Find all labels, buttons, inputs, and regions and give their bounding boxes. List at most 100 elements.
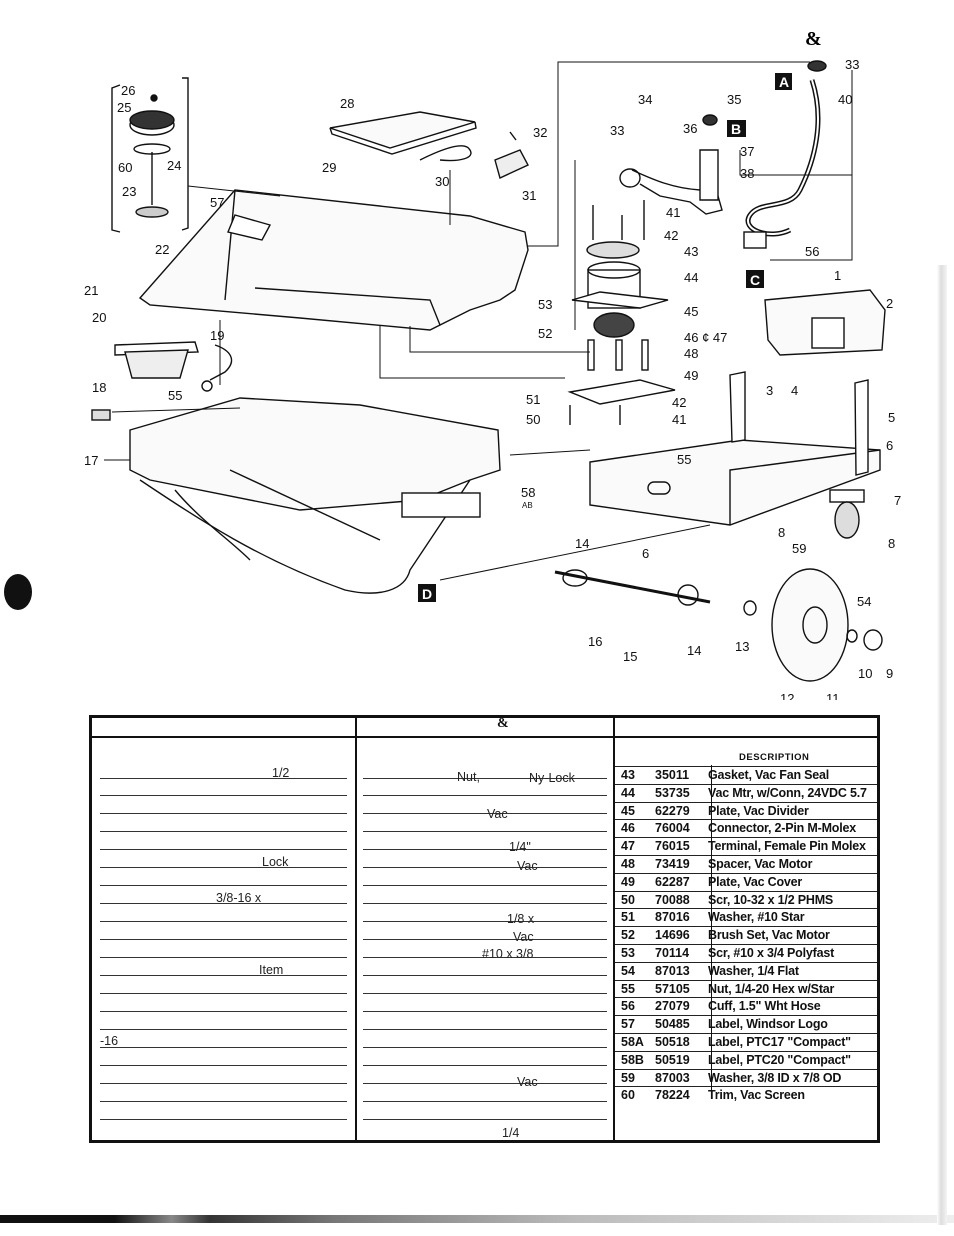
callout-label: 25 xyxy=(117,100,131,115)
callout-label: 59 xyxy=(792,541,806,556)
callout-label: 40 xyxy=(838,92,852,107)
section-box-d: D xyxy=(418,584,436,602)
callout-label: 48 xyxy=(684,346,698,361)
part-description: Gasket, Vac Fan Seal xyxy=(708,768,830,782)
callout-label: 16 xyxy=(588,634,602,649)
callout-label: 3 xyxy=(766,383,773,398)
ref-number: 55 xyxy=(621,981,635,996)
part-number-divider xyxy=(711,765,712,1098)
callout-label: 6 xyxy=(642,546,649,561)
callout-label: 9 xyxy=(886,666,893,681)
callout-label: 13 xyxy=(735,639,749,654)
part-number: 87003 xyxy=(655,1070,690,1085)
ref-number: 50 xyxy=(621,892,635,907)
callout-label: 23 xyxy=(122,184,136,199)
callout-label: 11 xyxy=(826,691,840,700)
part-description: Label, Windsor Logo xyxy=(708,1017,828,1032)
ref-number: 60 xyxy=(621,1088,635,1103)
part-description: Connector, 2-Pin M-Molex xyxy=(708,821,856,836)
ref-number: 58B xyxy=(621,1052,644,1067)
part-description: Terminal, Female Pin Molex xyxy=(708,839,866,854)
part-number: 70114 xyxy=(655,946,690,960)
col2-fragment: Vac xyxy=(517,859,538,873)
part-number: 78224 xyxy=(655,1088,690,1103)
col2-fragment: 1/8 x xyxy=(507,912,535,926)
part-number: 53735 xyxy=(655,785,690,800)
callout-label: 12 xyxy=(780,691,794,700)
ref-number: 56 xyxy=(621,999,635,1014)
callout-label: 34 xyxy=(638,92,652,107)
header-ampersand: & xyxy=(805,28,822,50)
col2-fragment: Vac xyxy=(517,1075,538,1089)
ref-number: 52 xyxy=(621,928,635,943)
ref-number: 43 xyxy=(621,768,635,782)
col1-fragment: Item xyxy=(259,963,284,977)
section-box-a: A xyxy=(775,73,792,90)
callout-label: 55 xyxy=(677,452,691,467)
col2-fragment: #10 x 3/8 xyxy=(482,947,534,961)
callout-label: 4 xyxy=(791,383,798,398)
section-box-b: B xyxy=(727,120,746,137)
callout-label: 35 xyxy=(727,92,741,107)
callout-label: 41 xyxy=(672,412,686,427)
callout-label: 54 xyxy=(857,594,871,609)
parts-column-2: Nut, Ny-Lock Vac 1/4" Vac 1/8 x Vac #10 … xyxy=(357,718,615,1140)
exploded-parts-diagram: A B C D & 2 1 3 4 5 6 7 8 9 10 11 12 13 … xyxy=(4,28,901,700)
callout-label: 8 xyxy=(778,525,785,540)
callout-label: 45 xyxy=(684,304,698,319)
col2-fragment: Vac xyxy=(513,930,534,944)
table-title: & xyxy=(497,716,509,731)
col1-fragment: Lock xyxy=(262,855,289,869)
part-number: 50519 xyxy=(655,1052,690,1067)
ref-number: 57 xyxy=(621,1017,635,1032)
callout-label: 50 xyxy=(526,412,540,427)
part-number: 87016 xyxy=(655,910,690,925)
callout-label: 55 xyxy=(168,388,182,403)
col1-fragment: 1/2 xyxy=(272,766,290,780)
callout-label: 15 xyxy=(623,649,637,664)
col1-fragment: -16 xyxy=(100,1034,119,1048)
part-description: Scr, #10 x 3/4 Polyfast xyxy=(708,946,835,960)
part-number: 57105 xyxy=(655,981,690,996)
part-description: Plate, Vac Cover xyxy=(708,874,803,889)
callout-label: 44 xyxy=(684,270,698,285)
callout-label: 5 xyxy=(888,410,895,425)
callout-label: 22 xyxy=(155,242,169,257)
callout-label: 41 xyxy=(666,205,680,220)
callout-label: 2 xyxy=(886,296,893,311)
section-box-c: C xyxy=(746,270,764,288)
ref-number: 54 xyxy=(621,963,635,978)
section-letter-d: D xyxy=(422,586,432,602)
callout-label: 43 xyxy=(684,244,698,259)
scan-right-edge xyxy=(937,265,947,1225)
inset-bracket-left xyxy=(111,84,121,233)
ref-number: 59 xyxy=(621,1070,635,1085)
part-description: Cuff, 1.5" Wht Hose xyxy=(708,999,821,1014)
callout-label: 31 xyxy=(522,188,536,203)
part-description: Washer, 1/4 Flat xyxy=(708,963,799,978)
col2-fragment: 1/4 xyxy=(502,1126,520,1140)
callout-labels: 2 1 3 4 5 6 7 8 9 10 11 12 13 14 14 15 1… xyxy=(84,57,901,700)
part-description: Nut, 1/4-20 Hex w/Star xyxy=(708,981,835,996)
inset-bracket-right xyxy=(181,77,189,231)
callout-label: 37 xyxy=(740,144,754,159)
section-letter-c: C xyxy=(750,272,760,288)
callout-label: 29 xyxy=(322,160,336,175)
parts-row: 55 57105 Nut, 1/4-20 Hex w/Star xyxy=(615,979,877,999)
part-number: 62279 xyxy=(655,803,690,818)
callout-label: 33 xyxy=(845,57,859,72)
part-number: 50485 xyxy=(655,1017,690,1032)
col2-fragment: Ny-Lock xyxy=(529,771,575,785)
